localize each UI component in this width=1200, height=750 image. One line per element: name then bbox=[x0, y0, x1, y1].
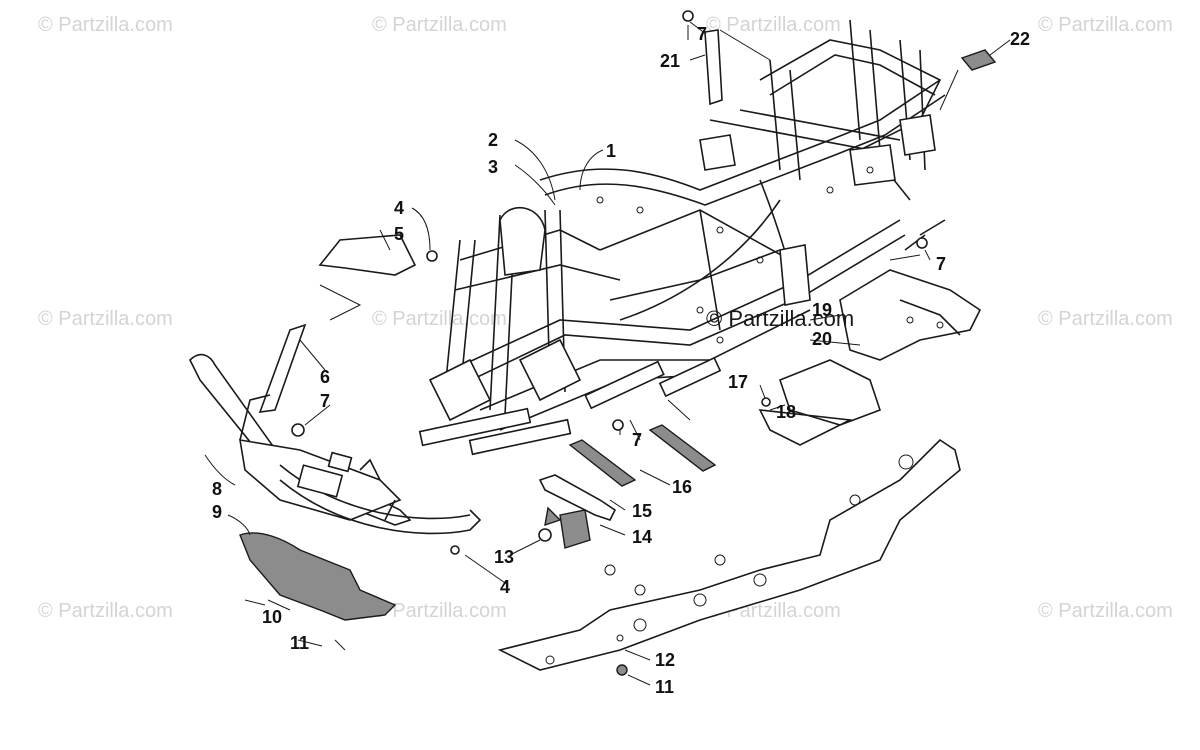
part-14-mount bbox=[559, 509, 591, 549]
part-5-bracket bbox=[318, 234, 417, 276]
part-19-rear-rack bbox=[839, 254, 982, 361]
callout-2: 2 bbox=[488, 130, 499, 150]
part-16-footrest bbox=[568, 439, 637, 487]
callout-7: 7 bbox=[697, 24, 708, 44]
callout-13: 13 bbox=[494, 547, 515, 567]
callout-7: 7 bbox=[632, 430, 643, 450]
part-6-strut bbox=[258, 323, 307, 413]
center-watermark: © Partzilla.com bbox=[706, 306, 855, 331]
watermark: © Partzilla.com bbox=[706, 14, 841, 36]
callout-11: 11 bbox=[290, 633, 310, 653]
callout-7: 7 bbox=[936, 254, 947, 274]
callout-8: 8 bbox=[212, 479, 223, 499]
leader-lines bbox=[204, 25, 1011, 686]
callout-4: 4 bbox=[500, 577, 511, 597]
callout-7: 7 bbox=[320, 391, 331, 411]
callout-14: 14 bbox=[632, 527, 653, 547]
watermark: © Partzilla.com bbox=[372, 600, 507, 622]
callout-17: 17 bbox=[728, 372, 749, 392]
callout-10: 10 bbox=[262, 607, 283, 627]
watermark: © Partzilla.com bbox=[372, 14, 507, 36]
main-frame bbox=[418, 19, 946, 456]
callout-4: 4 bbox=[394, 198, 405, 218]
part-21-strap bbox=[704, 29, 723, 106]
callout-16: 16 bbox=[672, 477, 693, 497]
part-20-rear-bumper bbox=[779, 359, 882, 426]
watermark: © Partzilla.com bbox=[1038, 600, 1173, 622]
part-12-skid-plate bbox=[497, 438, 961, 671]
callout-15: 15 bbox=[632, 501, 653, 521]
callout-20: 20 bbox=[812, 329, 833, 349]
callout-22: 22 bbox=[1010, 29, 1031, 49]
callout-18: 18 bbox=[776, 402, 797, 422]
part-16-footrest bbox=[648, 424, 717, 472]
callout-9: 9 bbox=[212, 502, 223, 522]
part-22-plate bbox=[960, 49, 997, 71]
callout-5: 5 bbox=[394, 224, 405, 244]
part-8-front-bumper bbox=[189, 353, 482, 535]
callout-11: 11 bbox=[655, 677, 675, 697]
watermark: © Partzilla.com bbox=[1038, 308, 1173, 330]
callout-12: 12 bbox=[655, 650, 676, 670]
watermark: © Partzilla.com bbox=[372, 308, 507, 330]
watermark: © Partzilla.com bbox=[38, 14, 173, 36]
callout-21: 21 bbox=[660, 51, 681, 71]
callout-1: 1 bbox=[606, 141, 617, 161]
callout-19: 19 bbox=[812, 300, 833, 320]
watermark: © Partzilla.com bbox=[1038, 14, 1173, 36]
callout-6: 6 bbox=[320, 367, 331, 387]
watermark: © Partzilla.com bbox=[38, 600, 173, 622]
callout-3: 3 bbox=[488, 157, 499, 177]
part-9-front-skid bbox=[239, 532, 397, 621]
part-15-bracket bbox=[538, 474, 617, 521]
watermark: © Partzilla.com bbox=[38, 308, 173, 330]
